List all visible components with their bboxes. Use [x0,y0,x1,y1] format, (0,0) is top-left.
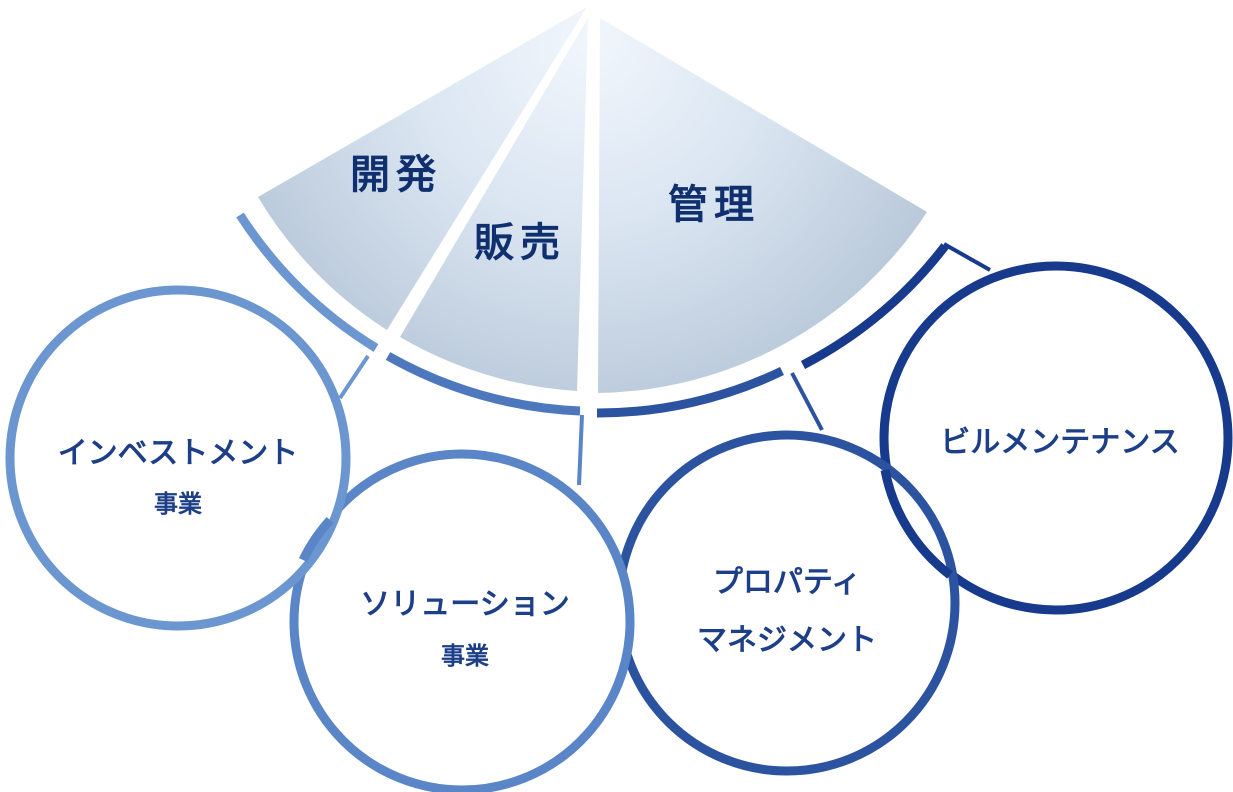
circle-property: プロパティ マネジメント [614,430,960,776]
fan-label-kaihatsu: 開発 [350,152,442,198]
circle-solution-label-1: ソリューション [360,587,569,622]
arc-investment [236,212,379,352]
connector-investment [338,354,370,400]
connector-building [943,242,991,272]
arc-solution [385,352,581,416]
circle-solution-ring-overlap [298,516,334,563]
circle-solution: ソリューション 事業 [289,449,635,792]
circle-solution-ring [289,449,635,792]
circle-building: ビルメンテナンス [879,261,1233,615]
fan-outer-arcs [236,212,949,418]
circle-investment-ring [5,285,351,631]
arc-management [596,366,784,418]
connector-property [790,372,824,431]
fan-segment-kanri [598,18,927,393]
circle-building-ring [879,261,1233,615]
fan-label-kanri: 管理 [668,182,760,228]
circle-building-ring-overlap [880,469,953,579]
fan-segment-hanbai [400,18,588,391]
circle-investment-label-2: 事業 [154,490,202,518]
circle-property-ring [614,430,960,776]
fan-label-hanbai: 販売 [474,220,566,266]
fan [258,7,927,393]
circle-property-label-2: マネジメント [697,623,877,658]
circle-solution-label-2: 事業 [441,642,489,670]
circle-investment: インベストメント 事業 [5,285,351,631]
circle-property-label-1: プロパティ [713,565,861,600]
arc-building [800,243,949,369]
fan-segment-kaihatsu [258,7,587,330]
connector-solution [577,414,584,486]
circle-building-label: ビルメンテナンス [940,425,1179,460]
connectors [338,242,991,486]
circle-investment-label-1: インベストメント [58,436,299,471]
